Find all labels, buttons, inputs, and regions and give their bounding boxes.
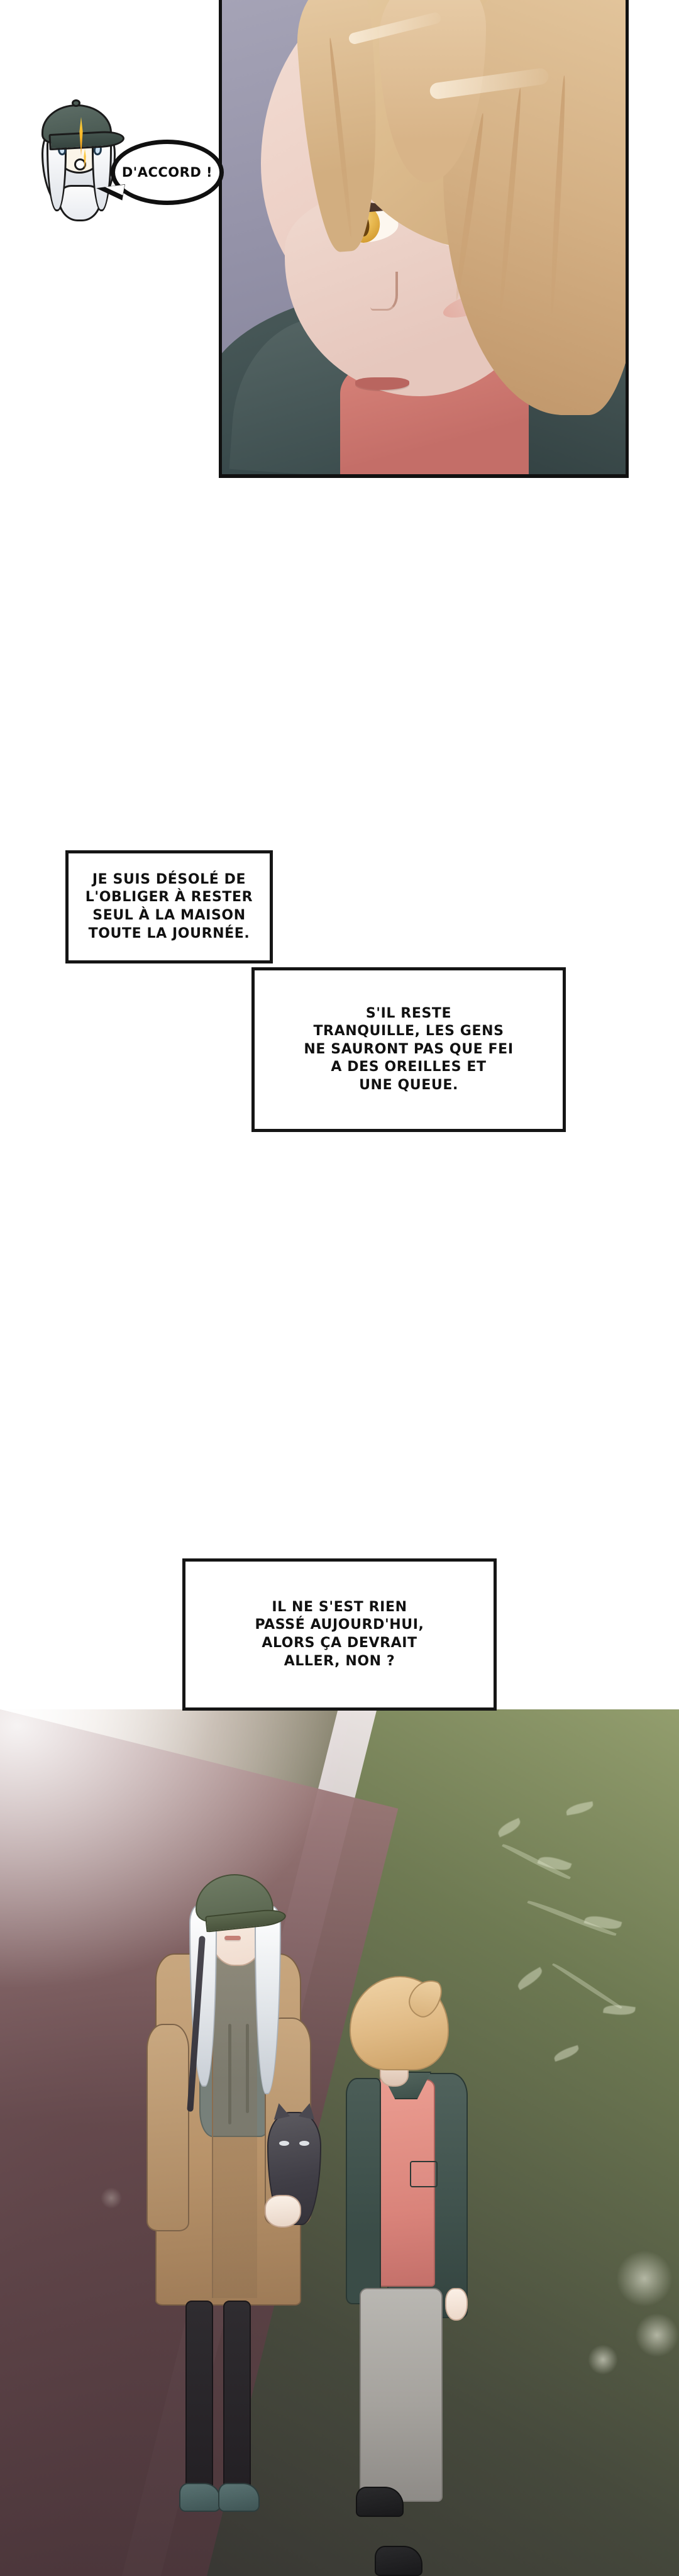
hand <box>445 2288 468 2321</box>
bokeh-light <box>635 2313 679 2357</box>
hand-holding-cat <box>265 2195 301 2228</box>
mouth <box>355 377 409 390</box>
grey-pants <box>360 2288 443 2502</box>
sparkle-icon <box>79 117 83 156</box>
bokeh-light <box>101 2187 122 2209</box>
shoe-left <box>356 2487 404 2517</box>
left-arm <box>146 2024 189 2231</box>
speech-bubble-daccord: D'ACCORD ! <box>95 140 224 205</box>
shoe-right <box>218 2483 260 2512</box>
sparkle-icon <box>84 148 86 170</box>
mouth <box>224 1936 241 1940</box>
caption-text-2: S'IL RESTE TRANQUILLE, LES GENS NE SAURO… <box>304 1005 514 1093</box>
shoe-left <box>179 2483 221 2512</box>
caption-box-3: IL NE S'EST RIEN PASSÉ AUJOURD'HUI, ALOR… <box>182 1558 497 1711</box>
hoodie-drawstring <box>246 2024 249 2113</box>
speech-bubble-text: D'ACCORD ! <box>121 165 213 180</box>
bokeh-light <box>616 2250 673 2307</box>
blond-boy-figure <box>327 1975 503 2576</box>
hoodie-drawstring <box>228 2024 231 2124</box>
leg-right <box>223 2301 251 2489</box>
cat-ear-left <box>270 2101 290 2120</box>
street-scene-panel <box>0 1709 679 2576</box>
bokeh-light <box>588 2345 618 2375</box>
close-up-boy-panel <box>219 0 629 478</box>
shoe-right <box>375 2546 422 2576</box>
caption-text-3: IL NE S'EST RIEN PASSÉ AUJOURD'HUI, ALOR… <box>255 1599 424 1669</box>
jacket-pocket <box>410 2161 438 2187</box>
nose <box>370 272 398 311</box>
leg-left <box>185 2301 213 2489</box>
caption-text-1: JE SUIS DÉSOLÉ DE L'OBLIGER À RESTER SEU… <box>85 871 253 941</box>
caption-box-2: S'IL RESTE TRANQUILLE, LES GENS NE SAURO… <box>251 967 566 1132</box>
coat-flap <box>212 1958 257 2298</box>
chibi-fei-figure <box>33 93 127 221</box>
boy-closeup-figure <box>222 0 626 474</box>
caption-box-1: JE SUIS DÉSOLÉ DE L'OBLIGER À RESTER SEU… <box>65 850 273 963</box>
cat-eye-right <box>299 2141 309 2146</box>
cat-ear-right <box>298 2101 318 2120</box>
light-glow <box>0 1709 352 1999</box>
chibi-cap-button <box>72 99 80 107</box>
legs <box>179 2301 262 2512</box>
man-with-cat-figure <box>146 1835 343 2512</box>
cat-eye-left <box>279 2141 289 2146</box>
denim-jacket-front <box>346 2078 381 2304</box>
